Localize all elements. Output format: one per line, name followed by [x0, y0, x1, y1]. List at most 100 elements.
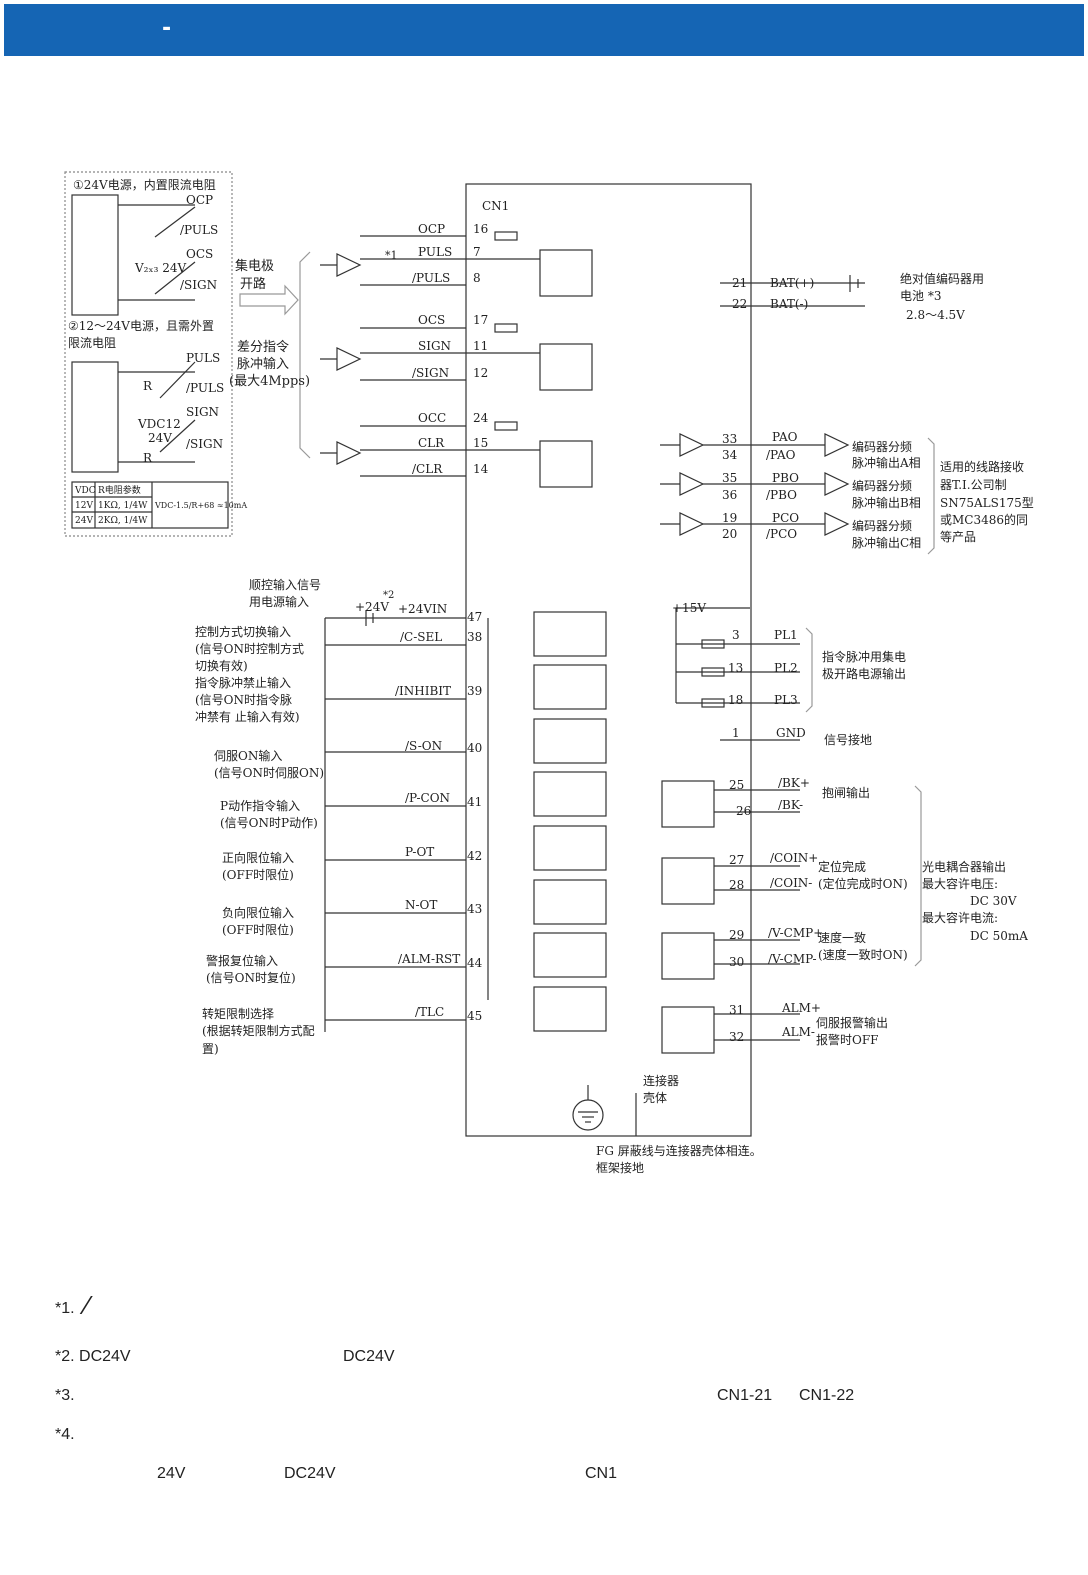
fg-label-1: FG 屏蔽线与连接器壳体相连。 — [596, 1143, 762, 1158]
diff-label-1: 差分指令 — [237, 340, 289, 355]
power-input-label-1: 顺控输入信号 — [249, 577, 321, 592]
input-5-pin: 43 — [467, 902, 482, 916]
input-1-desc3: 冲禁有 止输入有效) — [195, 709, 300, 724]
out-1-sig-a: /COIN+ — [770, 851, 818, 865]
input-4-desc1: 正向限位输入 — [222, 850, 294, 865]
power-input-label-2: 用电源输入 — [249, 594, 309, 609]
enc-2-pin-a: 19 — [722, 511, 737, 525]
note-3-pin-b: CN1-22 — [799, 1387, 855, 1404]
enc-1-sig-a: PBO — [772, 471, 799, 485]
note1-marker: *1 — [385, 249, 398, 262]
cn1-sig-7: CLR — [418, 436, 445, 450]
input-0-pin: 38 — [467, 630, 482, 644]
table-header-vdc: VDC — [74, 486, 96, 496]
out-1-pin-a: 27 — [729, 853, 744, 867]
out-2-sig-b: /V-CMP- — [768, 952, 817, 966]
cn1-pin-8: 14 — [473, 462, 489, 476]
input-6-desc2: (信号ON时复位) — [206, 970, 296, 985]
table-header-r: R电阻参数 — [98, 484, 141, 496]
input-7-sig: /TLC — [415, 1005, 444, 1019]
input-3-desc2: (信号ON时P动作) — [220, 816, 318, 830]
cn1-sig-8: /CLR — [412, 462, 443, 476]
pin-47: 47 — [467, 610, 482, 624]
input-3-pin: 41 — [467, 795, 482, 809]
cn1-pin-1: 7 — [473, 245, 481, 259]
bat-plus-label: BAT(+) — [770, 276, 814, 290]
opto-box-2 — [71, 361, 119, 473]
input-6-desc1: 警报复位输入 — [206, 953, 278, 968]
shell-label-2: 壳体 — [643, 1091, 667, 1105]
cn1-pin-7: 15 — [473, 436, 488, 450]
sig-puls-label: PULS — [186, 351, 220, 365]
cn1-sig-1: PULS — [418, 245, 452, 259]
input-6-sig: /ALM-RST — [398, 952, 460, 966]
enc-1-pin-b: 36 — [722, 488, 737, 502]
input-2-desc1: 伺服ON输入 — [214, 748, 282, 763]
enc-1-pin-a: 35 — [722, 471, 737, 485]
pl-0-pin: 3 — [732, 628, 740, 642]
out-0-sig-a: /BK+ — [778, 776, 810, 790]
input-1-pin: 39 — [467, 684, 482, 698]
page-title: - — [162, 16, 172, 41]
pl-0-sig: PL1 — [774, 628, 798, 642]
page-header: - — [4, 4, 1084, 56]
fg-label-2: 框架接地 — [596, 1160, 644, 1175]
out-1-desc2: (定位完成时ON) — [818, 876, 908, 891]
cn1-pin-5: 12 — [473, 366, 488, 380]
out-1-desc1: 定位完成 — [818, 859, 866, 874]
sig-ocs-label: OCS — [186, 247, 213, 261]
pl-desc-2: 极开路电源输出 — [822, 666, 906, 681]
note-4-cn1: CN1 — [585, 1465, 618, 1482]
input-2-desc2: (信号ON时伺服ON) — [214, 766, 324, 780]
table-row2-vdc: 24V — [75, 516, 93, 526]
input-1-desc1: 指令脉冲禁止输入 — [195, 675, 291, 690]
collector-label: 集电极 — [235, 258, 274, 274]
pl-desc-1: 指令脉冲用集电 — [822, 649, 906, 664]
input-4-desc2: (OFF时限位) — [222, 867, 294, 882]
input-1-sig: /INHIBIT — [395, 684, 451, 698]
pl-1-pin: 13 — [728, 661, 743, 675]
cn1-sig-6: OCC — [418, 411, 446, 425]
out-3-pin-b: 32 — [729, 1030, 744, 1044]
out-2-desc2: (速度一致时ON) — [818, 947, 908, 962]
opto-spec-4: 最大容许电流: — [922, 910, 998, 925]
enc-1-desc2: 脉冲输出B相 — [852, 495, 921, 510]
sig-puls-n-label: /PULS — [180, 223, 218, 237]
out-1-pin-b: 28 — [729, 878, 744, 892]
input-5-desc2: (OFF时限位) — [222, 922, 294, 937]
enc-2-desc2: 脉冲输出C相 — [852, 535, 921, 550]
input-5-desc1: 负向限位输入 — [222, 905, 294, 920]
cn1-title: CN1 — [482, 199, 509, 213]
opto-spec-1: 光电耦合器输出 — [922, 859, 1006, 874]
out-2-pin-b: 30 — [729, 955, 744, 969]
table-row1-vdc: 12V — [75, 501, 93, 511]
diff-label-3: (最大4Mpps) — [229, 374, 310, 389]
enc-1-sig-b: /PBO — [766, 488, 797, 502]
bat-desc-3: 2.8～4.5V — [906, 308, 965, 322]
v24-label: 24V — [148, 431, 172, 445]
note-2-label: *2. DC24V — [55, 1348, 131, 1365]
switch-symbol-icon: ⁄ — [85, 1290, 90, 1320]
cn1-box — [465, 183, 752, 1137]
input-optos — [533, 611, 607, 1032]
pin-22: 22 — [732, 297, 747, 311]
enc-note-1: 适用的线路接收 — [940, 459, 1024, 474]
input-7-desc2: (根据转矩限制方式配 — [202, 1023, 315, 1038]
pin-21: 21 — [732, 276, 747, 290]
r-label-1: R — [143, 379, 153, 393]
note2-marker: *2 — [383, 590, 394, 601]
bat-desc-1: 绝对值编码器用 — [900, 271, 984, 286]
enc-2-desc1: 编码器分频 — [852, 518, 912, 533]
out-0-sig-b: /BK- — [778, 798, 803, 812]
sig-sign-n-label: /SIGN — [180, 278, 217, 292]
cn1-pin-3: 17 — [473, 313, 488, 327]
power-option-2b: 限流电阻 — [68, 336, 116, 350]
cn1-pin-4: 11 — [473, 339, 488, 353]
input-3-desc1: P动作指令输入 — [220, 798, 300, 813]
plus15v-label: +15V — [672, 601, 706, 615]
out-3-desc2: 报警时OFF — [816, 1032, 879, 1047]
note-4-dc24v: DC24V — [284, 1465, 336, 1482]
enc-note-5: 等产品 — [940, 530, 976, 544]
